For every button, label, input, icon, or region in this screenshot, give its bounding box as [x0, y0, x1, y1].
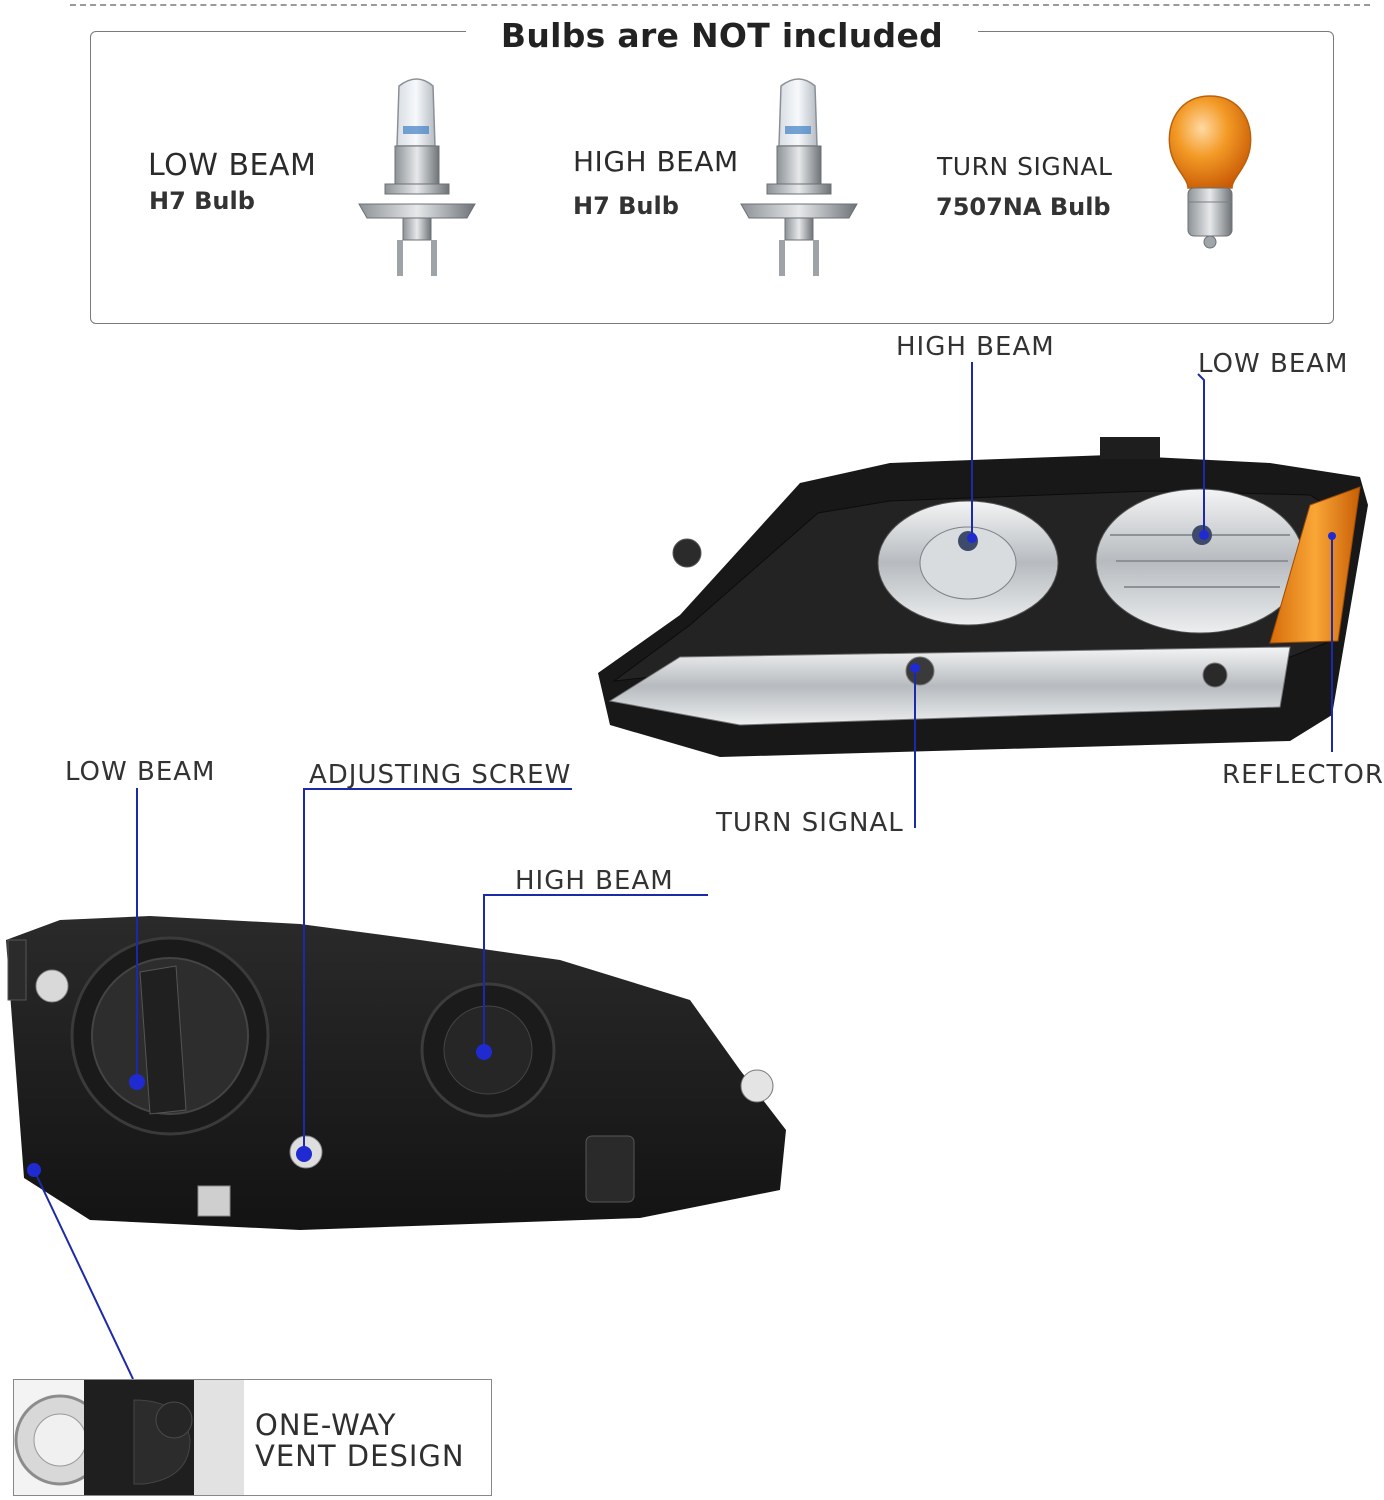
front-high-beam-label: HIGH BEAM — [896, 332, 1055, 362]
bulbs-panel-title: Bulbs are NOT included — [500, 15, 944, 55]
front-headlight-image — [598, 437, 1368, 757]
vent-label: ONE-WAY VENT DESIGN — [255, 1410, 465, 1472]
front-reflector-label: REFLECTOR — [1222, 760, 1384, 790]
rear-high-beam-label: HIGH BEAM — [515, 866, 674, 896]
bulbs-panel-title-wrap: Bulbs are NOT included — [466, 10, 978, 60]
high-beam-bulb-name: HIGH BEAM — [573, 145, 739, 178]
rear-low-beam-label: LOW BEAM — [65, 757, 216, 787]
low-beam-bulb-type: H7 Bulb — [149, 187, 255, 215]
low-beam-bulb-name: LOW BEAM — [148, 148, 317, 183]
vent-inset-image — [14, 1380, 244, 1495]
h7-bulb-icon — [740, 78, 858, 276]
vent-label-line2: VENT DESIGN — [255, 1439, 465, 1473]
vent-label-line1: ONE-WAY — [255, 1408, 397, 1442]
front-low-beam-label: LOW BEAM — [1198, 349, 1349, 379]
high-beam-bulb-type: H7 Bulb — [573, 192, 679, 220]
rear-adjusting-screw-label: ADJUSTING SCREW — [309, 760, 572, 790]
front-turn-signal-label: TURN SIGNAL — [716, 808, 904, 838]
turn-signal-bulb-type: 7507NA Bulb — [936, 193, 1111, 221]
rear-headlight-image — [6, 916, 786, 1230]
turn-signal-bulb-name: TURN SIGNAL — [937, 152, 1113, 181]
top-dashed-divider — [70, 4, 1370, 6]
amber-bulb-icon — [1168, 95, 1252, 249]
h7-bulb-icon — [358, 78, 476, 276]
